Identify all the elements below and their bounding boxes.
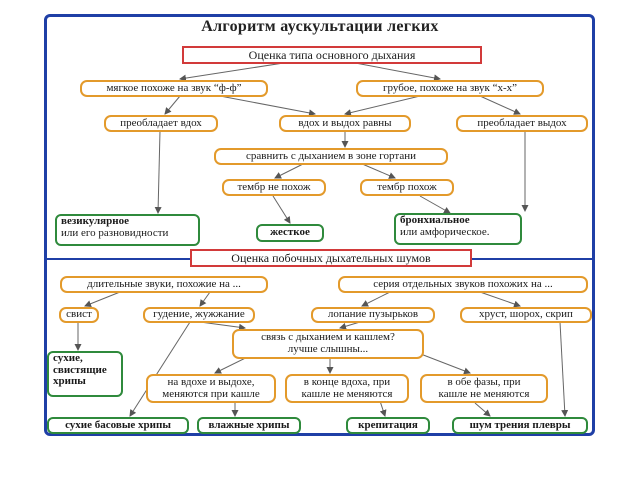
vesicular-line2: или его разновидности (61, 226, 169, 239)
long-sounds-box: длительные звуки, похожие на ... (60, 276, 268, 293)
both-phases-nochange-box: в обе фазы, при кашле не меняются (420, 374, 548, 403)
phases-line1: в обе фазы, при (447, 375, 521, 388)
crunch-box: хруст, шорох, скрип (460, 307, 592, 323)
timbre-similar-box: тембр похож (360, 179, 454, 196)
dry-whistling-result: сухие, свистящие хрипы (47, 351, 123, 397)
bronchial-line1: бронхиальное (400, 214, 470, 226)
question-line2: лучше слышны... (287, 343, 369, 355)
both-phases-box: на вдохе и выдохе, меняются при кашле (146, 374, 276, 403)
buzz-box: гудение, жужжание (143, 307, 255, 323)
both-line1: на вдохе и выдохе, (167, 375, 255, 388)
both-line2: меняются при кашле (162, 387, 260, 400)
dry-line2: свистящие (53, 363, 107, 376)
rough-breath-box: грубое, похоже на звук “х-х” (356, 80, 544, 97)
question-line1: связь с дыханием и кашлем? (261, 331, 395, 344)
timbre-different-box: тембр не похож (222, 179, 326, 196)
wet-rales-result: влажные хрипы (197, 417, 301, 434)
bronchial-result: бронхиальное или амфорическое. (394, 213, 522, 245)
exhale-dominant-box: преобладает выдох (456, 115, 588, 132)
section1-header: Оценка типа основного дыхания (182, 46, 482, 64)
dry-line3: хрипы (53, 375, 86, 388)
inhale-dominant-box: преобладает вдох (104, 115, 218, 132)
bubbles-box: лопание пузырьков (311, 307, 435, 323)
whistle-box: свист (59, 307, 99, 323)
dry-line1: сухие, (53, 352, 83, 364)
end-inhale-box: в конце вдоха, при кашле не меняются (285, 374, 409, 403)
crepitation-result: крепитация (346, 417, 430, 434)
pleural-friction-result: шум трения плевры (452, 417, 588, 434)
compare-larynx-box: сравнить с дыханием в зоне гортани (214, 148, 448, 165)
vesicular-line1: везикулярное (61, 215, 129, 227)
section2-header: Оценка побочных дыхательных шумов (190, 249, 472, 267)
bronchial-line2: или амфорическое. (400, 225, 490, 238)
dry-bass-result: сухие басовые хрипы (47, 417, 189, 434)
end-line1: в конце вдоха, при (303, 375, 391, 388)
page-title: Алгоритм аускультации легких (201, 18, 439, 35)
harsh-result: жесткое (256, 224, 324, 242)
equal-phases-box: вдох и выдох равны (279, 115, 411, 132)
phases-line2: кашле не меняются (438, 387, 530, 400)
soft-breath-box: мягкое похоже на звук “ф-ф” (80, 80, 268, 97)
series-sounds-box: серия отдельных звуков похожих на ... (338, 276, 588, 293)
vesicular-result: везикулярное или его разновидности (55, 214, 200, 246)
breath-cough-question-box: связь с дыханием и кашлем? лучше слышны.… (232, 329, 424, 359)
end-line2: кашле не меняются (301, 387, 393, 400)
